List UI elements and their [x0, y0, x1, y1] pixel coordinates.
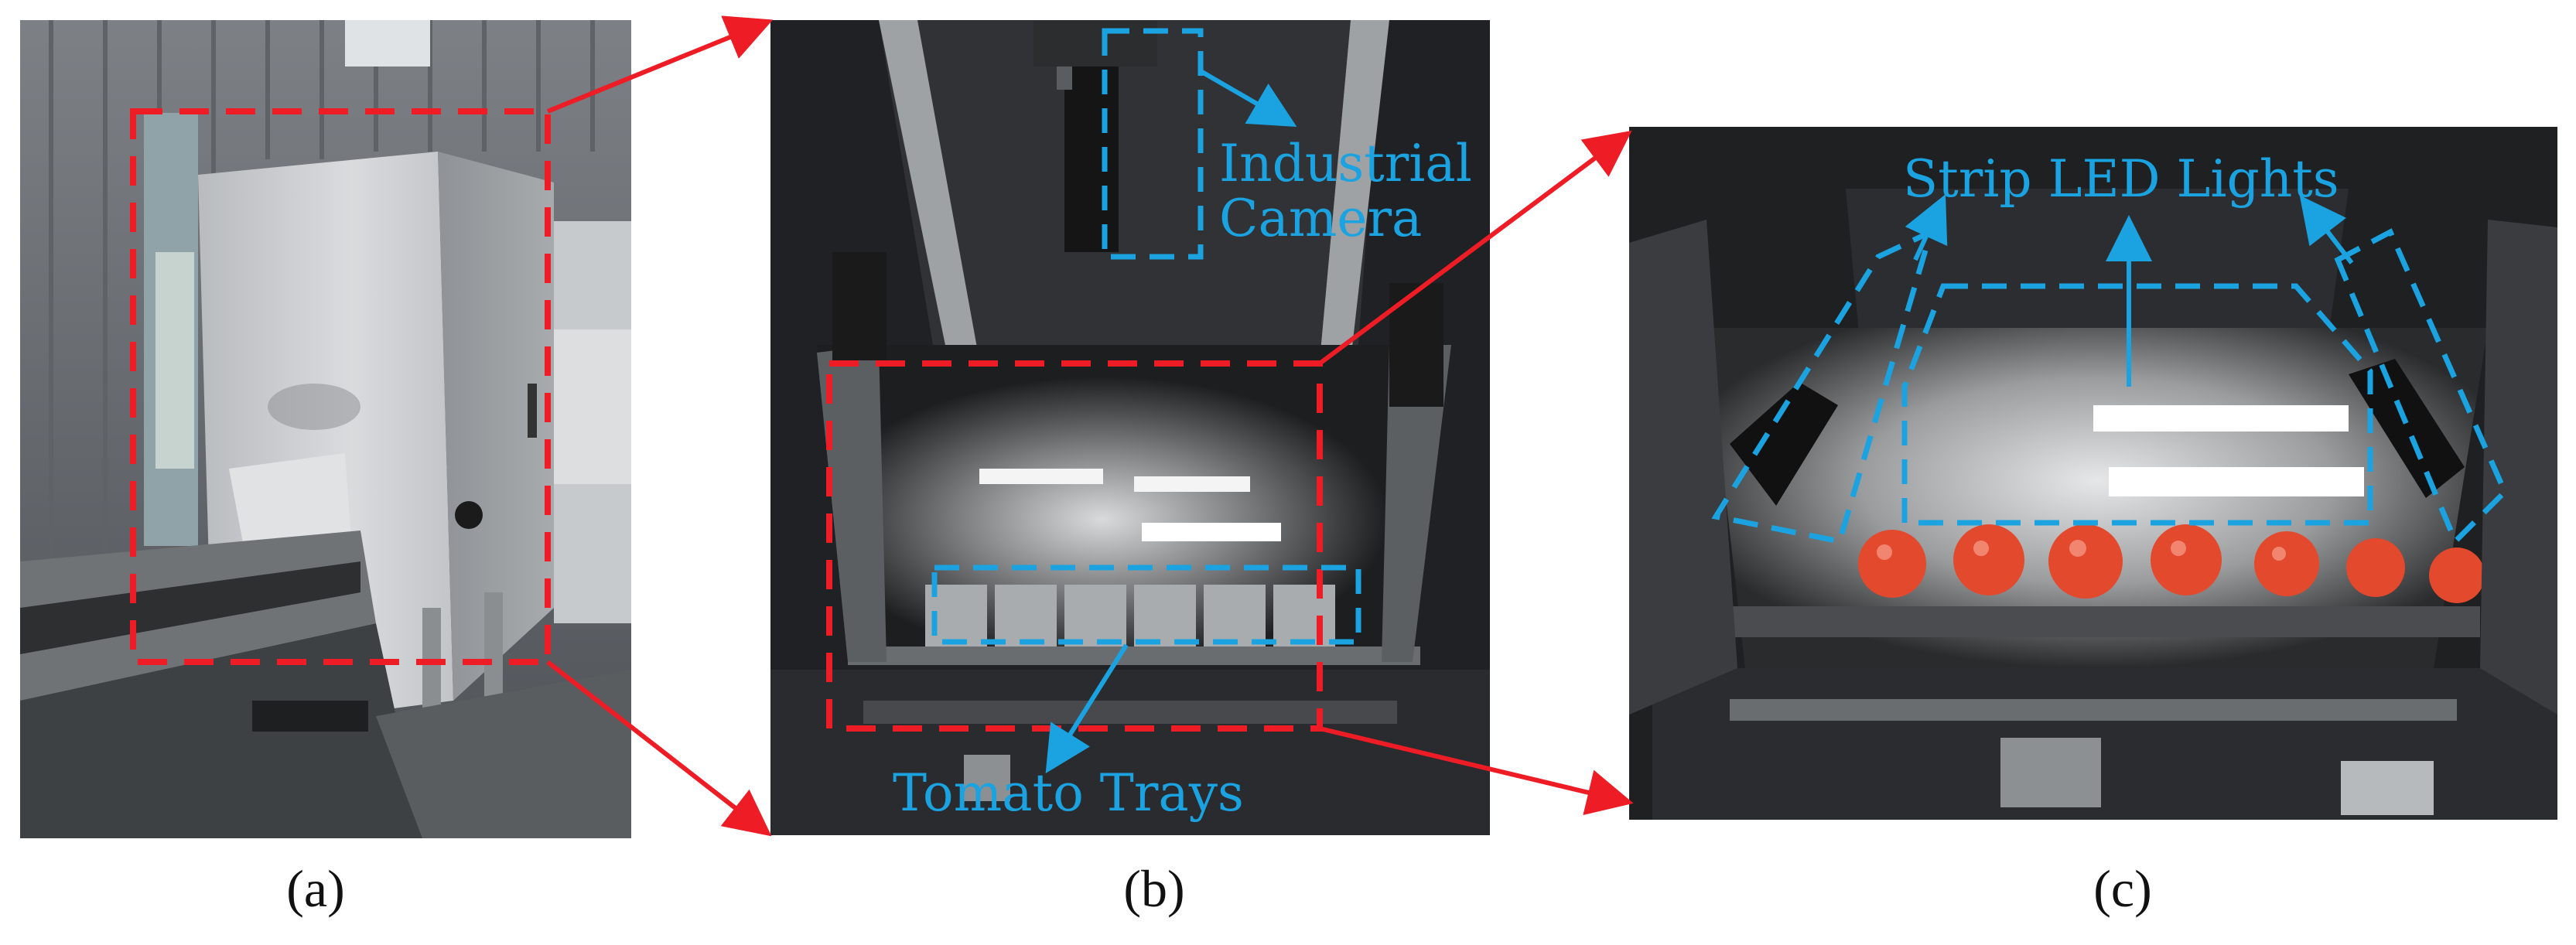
blue-box-left-led [1711, 227, 1935, 545]
red-arrow-b-top [1318, 130, 1632, 366]
panel-label-a: (a) [286, 859, 345, 918]
red-box-a [130, 108, 551, 665]
panel-label-b: (b) [1123, 859, 1185, 918]
photo-b-camera-chamber [770, 20, 1490, 835]
red-box-b [826, 360, 1323, 732]
label-tomato-trays: Tomato Trays [893, 763, 1244, 823]
blue-arrow-led-right [2299, 195, 2354, 264]
photo-c-led-tray-closeup [1629, 127, 2557, 820]
blue-box-camera [1102, 28, 1204, 260]
photo-a-machine-exterior [20, 20, 631, 838]
label-camera-line2: Camera [1219, 189, 1423, 249]
red-arrow-b-bottom [1319, 726, 1634, 816]
blue-box-center-leds [1901, 283, 2373, 526]
blue-arrow-led-left [1905, 194, 1948, 261]
blue-box-right-led [2334, 228, 2509, 547]
label-industrial-camera: Industrial Camera [1219, 136, 1472, 247]
label-camera-line1: Industrial [1219, 134, 1472, 193]
blue-arrow-camera [1199, 69, 1297, 128]
red-arrow-a-top [546, 15, 774, 114]
red-arrow-a-bottom [546, 660, 772, 837]
blue-arrow-trays [1045, 643, 1129, 774]
panel-label-c: (c) [2093, 859, 2152, 918]
blue-box-trays [931, 565, 1361, 645]
label-strip-led-lights: Strip LED Lights [1903, 149, 2339, 209]
